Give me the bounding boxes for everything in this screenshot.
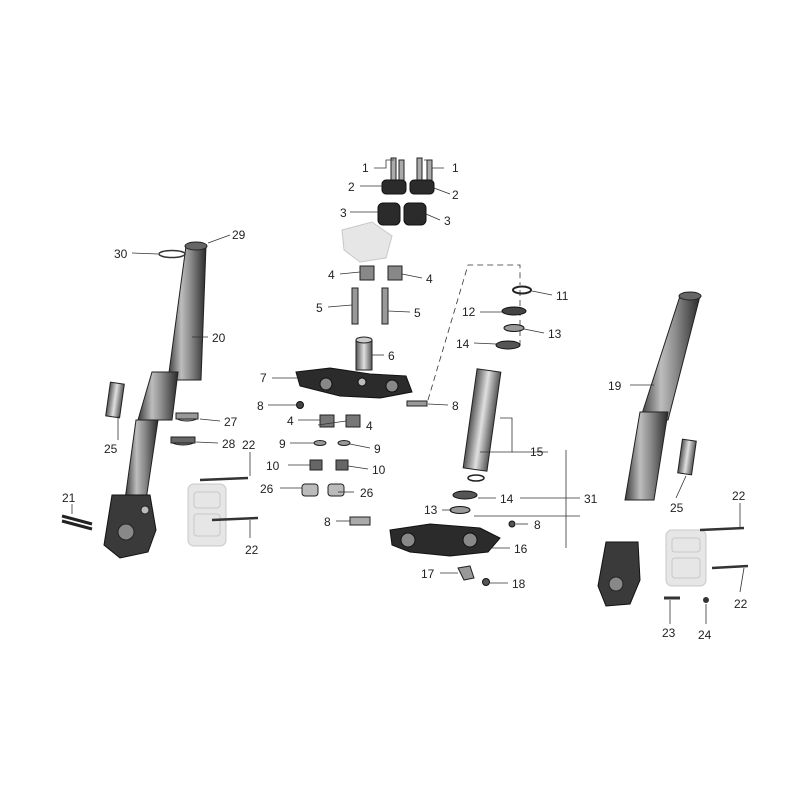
left-fork-assembly [103, 241, 208, 559]
callout-4-top-left: 4 [328, 268, 335, 282]
callout-27: 27 [224, 415, 238, 429]
callout-12: 12 [462, 305, 476, 319]
part-8-nut-left [296, 401, 304, 409]
callout-5-left: 5 [316, 301, 323, 315]
part-8-sleeve [349, 516, 371, 526]
part-24-nut [703, 597, 709, 603]
part-8-nut-right [508, 520, 516, 528]
callout-21: 21 [62, 491, 76, 505]
callout-15: 15 [530, 445, 544, 459]
right-fork-assembly [597, 291, 702, 607]
callout-22-lower-right: 22 [734, 597, 748, 611]
callout-labels: 1 1 2 2 3 3 4 4 5 5 6 7 8 8 4 4 9 9 10 1… [62, 161, 748, 642]
callout-23: 23 [662, 626, 676, 640]
callout-22-upper-right: 22 [732, 489, 746, 503]
callout-18: 18 [512, 577, 526, 591]
center-right-lower-stack [327, 414, 361, 497]
callout-13-low: 13 [424, 503, 438, 517]
callout-29: 29 [232, 228, 246, 242]
callout-8-left: 8 [257, 399, 264, 413]
callout-2-left: 2 [348, 180, 355, 194]
callout-7: 7 [260, 371, 267, 385]
part-22-bolt-upper-left [199, 476, 249, 482]
callout-2-right: 2 [452, 188, 459, 202]
part-22-bolt-lower-right [711, 564, 749, 570]
part-28-dust-seal [170, 436, 196, 446]
callout-22-upper-left: 22 [242, 438, 256, 452]
part-21-axle-bolts [61, 514, 93, 531]
part-16-lower-triple-clamp [389, 523, 501, 557]
part-8-pin-right [406, 400, 428, 407]
part-25-guard-left [105, 381, 125, 419]
part-7-upper-triple-clamp [295, 367, 413, 399]
callout-28: 28 [222, 437, 236, 451]
callout-6: 6 [388, 349, 395, 363]
callout-30: 30 [114, 247, 128, 261]
callout-26-left: 26 [260, 482, 274, 496]
callout-1-right: 1 [452, 161, 459, 175]
callout-25-right: 25 [670, 501, 684, 515]
part-27-seal [175, 412, 199, 422]
part-18-nut [482, 578, 490, 586]
callout-4-top-right: 4 [426, 272, 433, 286]
steering-stem-assembly [449, 285, 532, 514]
part-22-bolt-lower-left [211, 516, 259, 522]
callout-8-low-left: 8 [324, 515, 331, 529]
callout-16: 16 [514, 542, 528, 556]
callout-4-low-right: 4 [366, 419, 373, 433]
callout-9-right: 9 [374, 442, 381, 456]
left-fork-cap [184, 241, 208, 251]
callout-10-right: 10 [372, 463, 386, 477]
callout-14-low: 14 [500, 492, 514, 506]
callout-8-low-right: 8 [534, 518, 541, 532]
callout-5-right: 5 [414, 306, 421, 320]
part-17-clip [457, 565, 475, 581]
callout-14-top: 14 [456, 337, 470, 351]
left-fork-tube [167, 245, 207, 381]
right-brake-caliper [665, 529, 707, 587]
callout-20: 20 [212, 331, 226, 345]
part-22-bolt-upper-right [699, 526, 745, 532]
part-25-guard-right [677, 438, 697, 476]
callout-19: 19 [608, 379, 622, 393]
callout-3-right: 3 [444, 214, 451, 228]
callout-25-left: 25 [104, 442, 118, 456]
callout-4-low-left: 4 [287, 414, 294, 428]
callout-9-left: 9 [279, 437, 286, 451]
callout-11: 11 [556, 289, 569, 303]
leader-lines [71, 159, 745, 624]
callout-26-right: 26 [360, 486, 374, 500]
callout-1-left: 1 [362, 161, 369, 175]
callout-13-top: 13 [548, 327, 562, 341]
callout-22-lower-left: 22 [245, 543, 259, 557]
center-upper-stack [341, 157, 435, 371]
callout-24: 24 [698, 628, 712, 642]
left-fork-lower [124, 419, 159, 501]
part-30-o-ring [158, 249, 186, 259]
left-fork-slider [137, 371, 179, 421]
callout-3-left: 3 [340, 206, 347, 220]
callout-17: 17 [421, 567, 435, 581]
callout-10-left: 10 [266, 459, 280, 473]
callout-31: 31 [584, 492, 598, 506]
callout-8-mid-right: 8 [452, 399, 459, 413]
left-brake-caliper [187, 483, 227, 547]
